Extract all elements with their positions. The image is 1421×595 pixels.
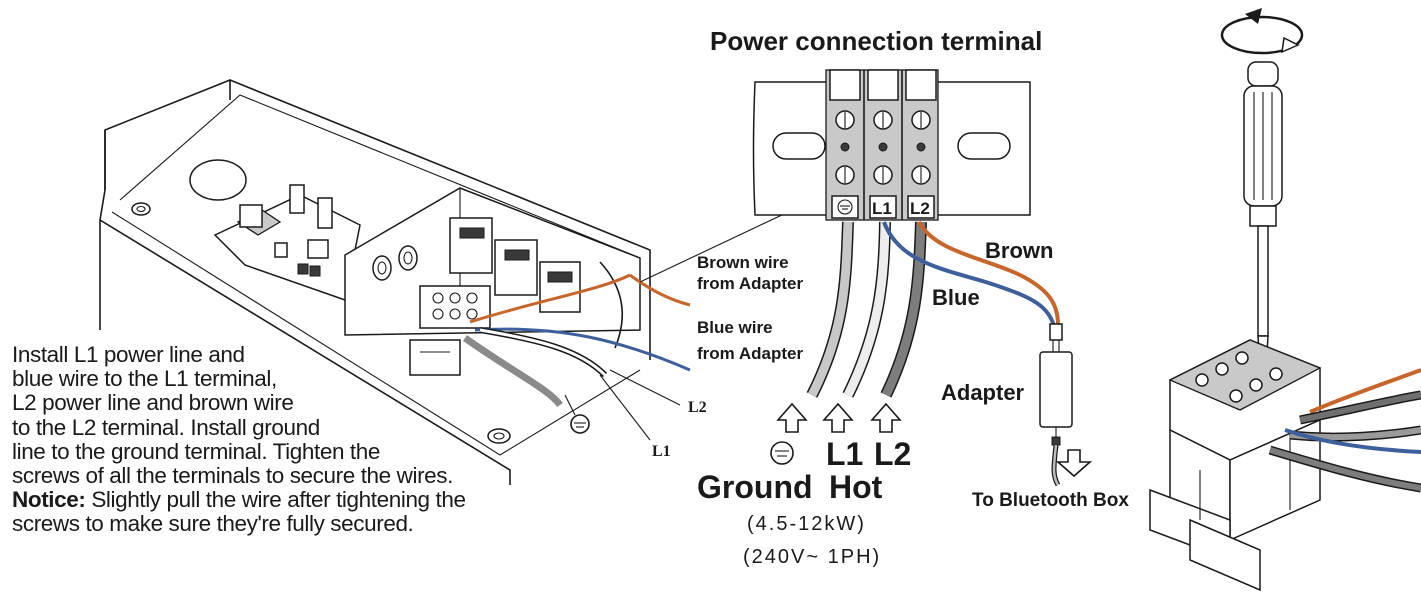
installation-instructions: Install L1 power line and blue wire to t… [12, 342, 572, 537]
power-range-label: (4.5-12kW) [747, 513, 866, 535]
instruction-line: to the L2 terminal. Install ground [12, 414, 320, 440]
up-arrow-icon [870, 402, 902, 433]
terminal-blue-wire [882, 221, 1057, 331]
closeup-wires [1268, 368, 1421, 493]
instruction-line: blue wire to the L1 terminal, [12, 366, 277, 392]
relay-blocks [449, 217, 581, 313]
terminal-closeup [1149, 339, 1322, 592]
notice-label: Notice: [12, 487, 86, 513]
terminal-l2-label: L2 [910, 199, 930, 218]
down-arrow-icon [1055, 449, 1093, 478]
instruction-line: L2 power line and brown wire [12, 390, 294, 416]
instruction-line: line to the ground terminal. Tighten the [12, 438, 380, 464]
l1-big-label: L1 [826, 436, 863, 472]
knockout-hole [189, 159, 247, 201]
terminal-block: L1 L2 [825, 69, 939, 221]
box-gray-wire [462, 335, 563, 408]
terminal-brown-wire [917, 220, 1060, 326]
terminal-l1-label: L1 [872, 199, 892, 218]
instruction-line: screws of all the terminals to secure th… [12, 463, 453, 489]
circuit-board [213, 184, 361, 301]
terminal-screws [835, 110, 931, 185]
box-l2-label: L2 [688, 399, 707, 416]
blue-wire-from-adapter-label-line2: from Adapter [697, 344, 803, 363]
adapter-label: Adapter [941, 380, 1025, 405]
l2-big-label: L2 [874, 436, 911, 472]
blue-label: Blue [932, 285, 980, 310]
instruction-line: screws to make sure they're fully secure… [12, 511, 414, 537]
terminal-ground-symbol [837, 199, 853, 215]
up-arrow-icon [822, 402, 854, 433]
up-arrow-icons [776, 402, 902, 433]
adapter-device [1039, 323, 1073, 487]
notice-text: Slightly pull the wire after tightening … [85, 487, 466, 513]
mounting-hole [487, 428, 511, 444]
legend-ground-symbol [770, 441, 794, 465]
rotation-arrow-icon [1220, 8, 1304, 55]
brown-wire-from-adapter-label-line2: from Adapter [697, 274, 803, 293]
box-blue-wire [474, 327, 691, 372]
box-l1-label: L1 [652, 443, 671, 460]
junction-box-illustration [99, 79, 821, 485]
blue-wire-from-adapter-label-line1: Blue wire [697, 318, 773, 337]
box-brown-wire [469, 273, 631, 324]
to-bluetooth-box-label: To Bluetooth Box [972, 490, 1129, 511]
mounting-hole [131, 202, 151, 216]
instruction-line: Install L1 power line and [12, 342, 245, 367]
power-connection-terminal-title: Power connection terminal [710, 26, 1042, 56]
voltage-label: (240V~ 1PH) [743, 546, 881, 568]
box-terminal-block [409, 285, 491, 376]
ground-label: Ground [697, 469, 813, 505]
main-wires [806, 220, 1060, 398]
screwdriver-icon [1243, 61, 1283, 371]
notice-line: Notice: Slightly pull the wire after tig… [12, 488, 572, 512]
hot-label: Hot [829, 469, 883, 505]
brown-wire-from-adapter-label-line1: Brown wire [697, 253, 789, 272]
up-arrow-icon [776, 402, 808, 433]
brown-label: Brown [985, 238, 1053, 263]
box-ground-symbol [570, 414, 590, 434]
